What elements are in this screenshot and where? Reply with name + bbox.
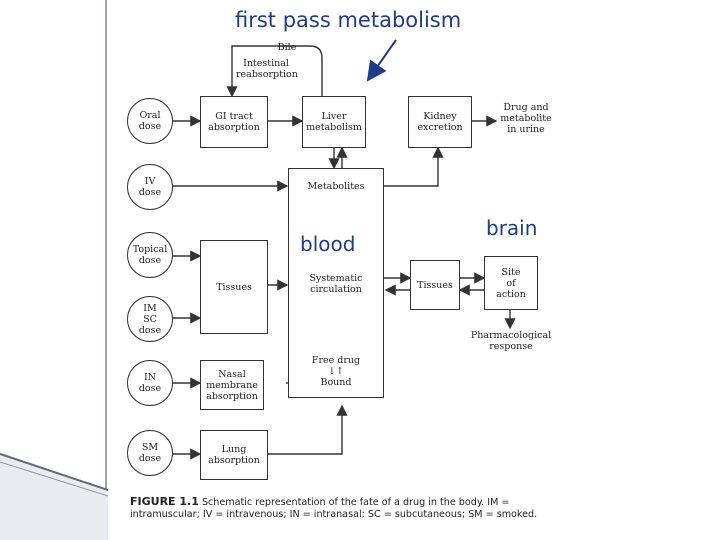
im-sc-dose-circle: IM SC dose xyxy=(127,296,173,342)
intestinal-reabsorption-label: Intestinal reabsorption xyxy=(236,58,298,80)
tissues-box-left: Tissues xyxy=(200,240,268,334)
lung-absorption-box: Lung absorption xyxy=(200,430,268,480)
corner-decoration xyxy=(0,452,108,540)
free-drug-bound-label: Free drug ↓↑ Bound xyxy=(311,355,361,388)
figure-number: FIGURE 1.1 xyxy=(130,495,199,508)
in-dose-circle: IN dose xyxy=(127,360,173,406)
drug-metabolite-urine-label: Drug and metabolite in urine xyxy=(500,102,552,135)
iv-dose-circle: IV dose xyxy=(127,164,173,210)
sm-dose-circle: SM dose xyxy=(127,430,173,476)
gi-tract-absorption-box: GI tract absorption xyxy=(200,96,268,148)
pharmacological-response-label: Pharmacological response xyxy=(470,330,552,352)
blood-annotation: blood xyxy=(300,232,356,256)
tissues-box-right: Tissues xyxy=(410,260,460,310)
bile-label: Bile xyxy=(277,42,297,53)
metabolites-label: Metabolites xyxy=(307,181,365,192)
first-pass-metabolism-note: first pass metabolism xyxy=(235,8,462,32)
nasal-membrane-absorption-box: Nasal membrane absorption xyxy=(200,360,264,410)
topical-dose-circle: Topical dose xyxy=(127,232,173,278)
oral-dose-circle: Oral dose xyxy=(127,98,173,144)
brain-annotation: brain xyxy=(486,216,538,240)
caption-text: Schematic representation of the fate of … xyxy=(130,497,538,520)
site-of-action-box: Site of action xyxy=(484,256,538,310)
kidney-excretion-box: Kidney excretion xyxy=(408,96,472,148)
blood-compartment: Metabolites Systematic circulation Free … xyxy=(288,168,384,398)
figure-caption: FIGURE 1.1 Schematic representation of t… xyxy=(130,496,550,521)
liver-metabolism-box: Liver metabolism xyxy=(302,96,366,148)
slide-border xyxy=(105,0,107,540)
systematic-circulation-label: Systematic circulation xyxy=(309,273,363,295)
